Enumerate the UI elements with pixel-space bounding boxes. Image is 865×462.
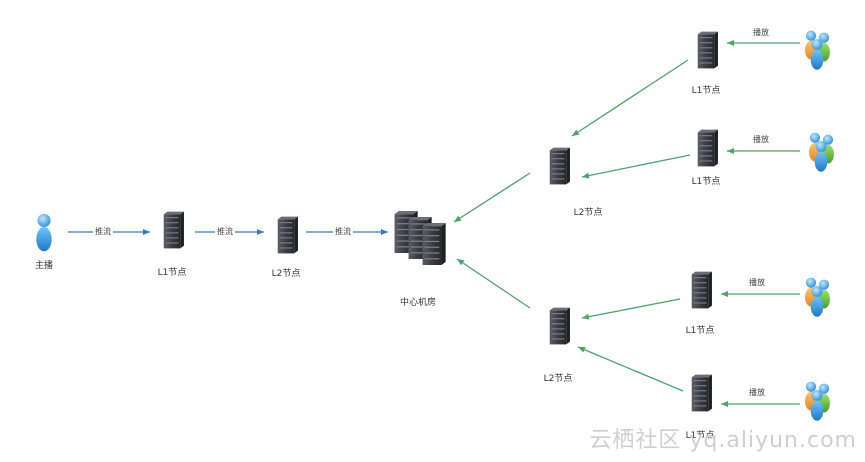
viewers-group-icon [805, 381, 830, 421]
server-icon [163, 211, 184, 249]
server-icon [697, 129, 718, 167]
node-label-l1-push: L1节点 [157, 268, 187, 278]
edge-label-viewers-d-to-l1-d: 播放 [747, 387, 767, 398]
edge-l2-bottom-to-center [456, 258, 531, 309]
node-label-l1-a: L1节点 [691, 86, 721, 96]
node-label-anchor: 主播 [34, 261, 54, 271]
server-icon [277, 216, 298, 254]
node-label-l1-c: L1节点 [685, 326, 715, 336]
watermark: 云栖社区 yq.aliyun.com [589, 428, 857, 453]
edge-l2-top-to-center [453, 172, 531, 223]
server-icon [691, 271, 712, 309]
anchor-person-icon [36, 213, 52, 252]
viewers-group-icon [805, 30, 830, 70]
server-icon [549, 307, 570, 345]
nodes-layer [36, 30, 834, 421]
edge-label-viewers-a-to-l1-a: 播放 [751, 27, 771, 38]
edges-layer [68, 40, 800, 407]
edge-l1-d-to-l2-bottom [577, 346, 684, 392]
server-cluster-icon [394, 211, 446, 265]
edge-label-viewers-b-to-l1-b: 播放 [751, 134, 771, 145]
server-icon [549, 147, 570, 185]
viewers-group-icon [805, 277, 830, 317]
server-icon [691, 374, 712, 412]
edge-label-l1-push-to-l2-push: 推流 [215, 226, 235, 237]
node-label-l1-b: L1节点 [691, 177, 721, 187]
server-icon [697, 31, 718, 69]
node-label-center: 中心机房 [399, 298, 437, 308]
edge-label-l2-push-to-center: 推流 [333, 226, 353, 237]
node-label-l2-bottom: L2节点 [543, 374, 573, 384]
viewers-group-icon [809, 132, 834, 172]
edge-label-viewers-c-to-l1-c: 播放 [747, 277, 767, 288]
edge-label-anchor-to-l1-push: 推流 [93, 226, 113, 237]
edge-l1-c-to-l2-bottom [581, 298, 681, 320]
edge-l1-b-to-l2-top [581, 154, 691, 179]
edge-l1-a-to-l2-top [571, 59, 689, 137]
node-label-l1-d: L1节点 [685, 431, 715, 441]
node-label-l2-push: L2节点 [271, 269, 301, 279]
node-label-l2-top: L2节点 [573, 208, 603, 218]
